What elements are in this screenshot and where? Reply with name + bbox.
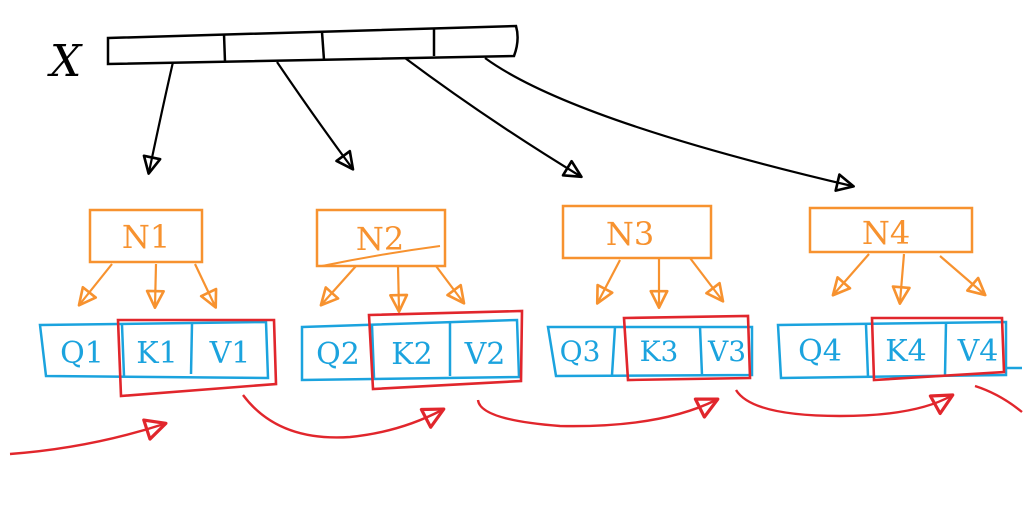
kv-highlight-4 bbox=[870, 316, 1006, 382]
qkv-row-2 bbox=[300, 318, 521, 382]
n-label-4: N4 bbox=[862, 214, 910, 252]
k-label-4: K4 bbox=[885, 334, 927, 369]
input-arrow-4 bbox=[484, 57, 855, 192]
v-label-2: V2 bbox=[464, 337, 506, 372]
n-arrow-4-k bbox=[891, 253, 911, 305]
input-vector-divider-2 bbox=[320, 31, 326, 61]
v-label-1: V1 bbox=[209, 336, 251, 371]
v-label-4: V4 bbox=[957, 334, 999, 369]
qkv-row-1 bbox=[38, 320, 270, 380]
qkv-divider-3-b bbox=[698, 326, 704, 376]
kv-link-in bbox=[9, 418, 168, 456]
v-label-3: V3 bbox=[707, 335, 746, 368]
q-label-1: Q1 bbox=[60, 336, 104, 371]
n-arrow-1-q bbox=[77, 263, 113, 307]
n-box-4 bbox=[808, 206, 974, 254]
q-label-4: Q4 bbox=[798, 334, 842, 369]
qkv-divider-3-a bbox=[610, 326, 617, 376]
input-arrow-3 bbox=[404, 57, 583, 179]
qkv-divider-4-a bbox=[864, 324, 870, 378]
n-arrow-3-q bbox=[595, 259, 621, 305]
qkv-divider-1-b bbox=[189, 323, 194, 375]
qkv-divider-2-a bbox=[370, 324, 376, 379]
qkv-divider-4-b bbox=[943, 322, 948, 376]
block-3: N3 Q3 K3 V3 bbox=[546, 204, 754, 382]
kv-link-out bbox=[974, 384, 1023, 413]
kv-highlight-2 bbox=[367, 309, 524, 391]
qkv-divider-1-a bbox=[120, 324, 126, 377]
kv-link-arrows bbox=[9, 384, 1023, 456]
k-label-1: K1 bbox=[136, 336, 178, 371]
blocks-group: N1 Q1 K1 V1 N2 bbox=[38, 204, 1022, 398]
qkv-row-3 bbox=[546, 325, 754, 378]
input-arrow-1 bbox=[142, 61, 175, 175]
input-x-label: X bbox=[47, 36, 83, 87]
n-box-1 bbox=[88, 208, 204, 264]
n-arrow-1-k bbox=[145, 263, 165, 309]
n-box-3 bbox=[561, 204, 713, 260]
n-arrow-4-v bbox=[939, 255, 987, 297]
kv-link-1-2 bbox=[242, 394, 446, 439]
n-arrow-4-q bbox=[831, 253, 870, 297]
kv-link-3-4 bbox=[734, 389, 955, 418]
n-label-3: N3 bbox=[606, 215, 654, 253]
k-label-3: K3 bbox=[640, 335, 679, 368]
q-label-3: Q3 bbox=[560, 335, 601, 368]
n-label-1: N1 bbox=[122, 218, 170, 256]
kv-highlight-1 bbox=[116, 318, 278, 398]
block-1: N1 Q1 K1 V1 bbox=[38, 208, 278, 398]
input-arrows bbox=[142, 57, 855, 192]
n-arrow-2-v bbox=[435, 265, 466, 305]
n-box-2 bbox=[315, 208, 447, 268]
n-arrow-3-v bbox=[689, 257, 725, 303]
n-arrow-2-k bbox=[389, 265, 409, 313]
qkv-row-4 bbox=[776, 320, 1008, 380]
input-vector-outline bbox=[106, 24, 519, 66]
q-label-2: Q2 bbox=[316, 337, 360, 372]
n-arrow-2-q bbox=[319, 265, 357, 307]
kv-highlight-3 bbox=[622, 314, 752, 382]
input-vector-divider-1 bbox=[222, 33, 227, 63]
n-arrow-1-v bbox=[194, 263, 218, 309]
input-vector bbox=[106, 24, 519, 66]
block-2: N2 Q2 K2 V2 bbox=[300, 208, 524, 391]
k-label-2: K2 bbox=[391, 337, 433, 372]
block-4: N4 Q4 K4 V4 bbox=[776, 206, 1022, 382]
input-arrow-2 bbox=[276, 61, 355, 171]
kv-link-2-3 bbox=[476, 397, 720, 428]
